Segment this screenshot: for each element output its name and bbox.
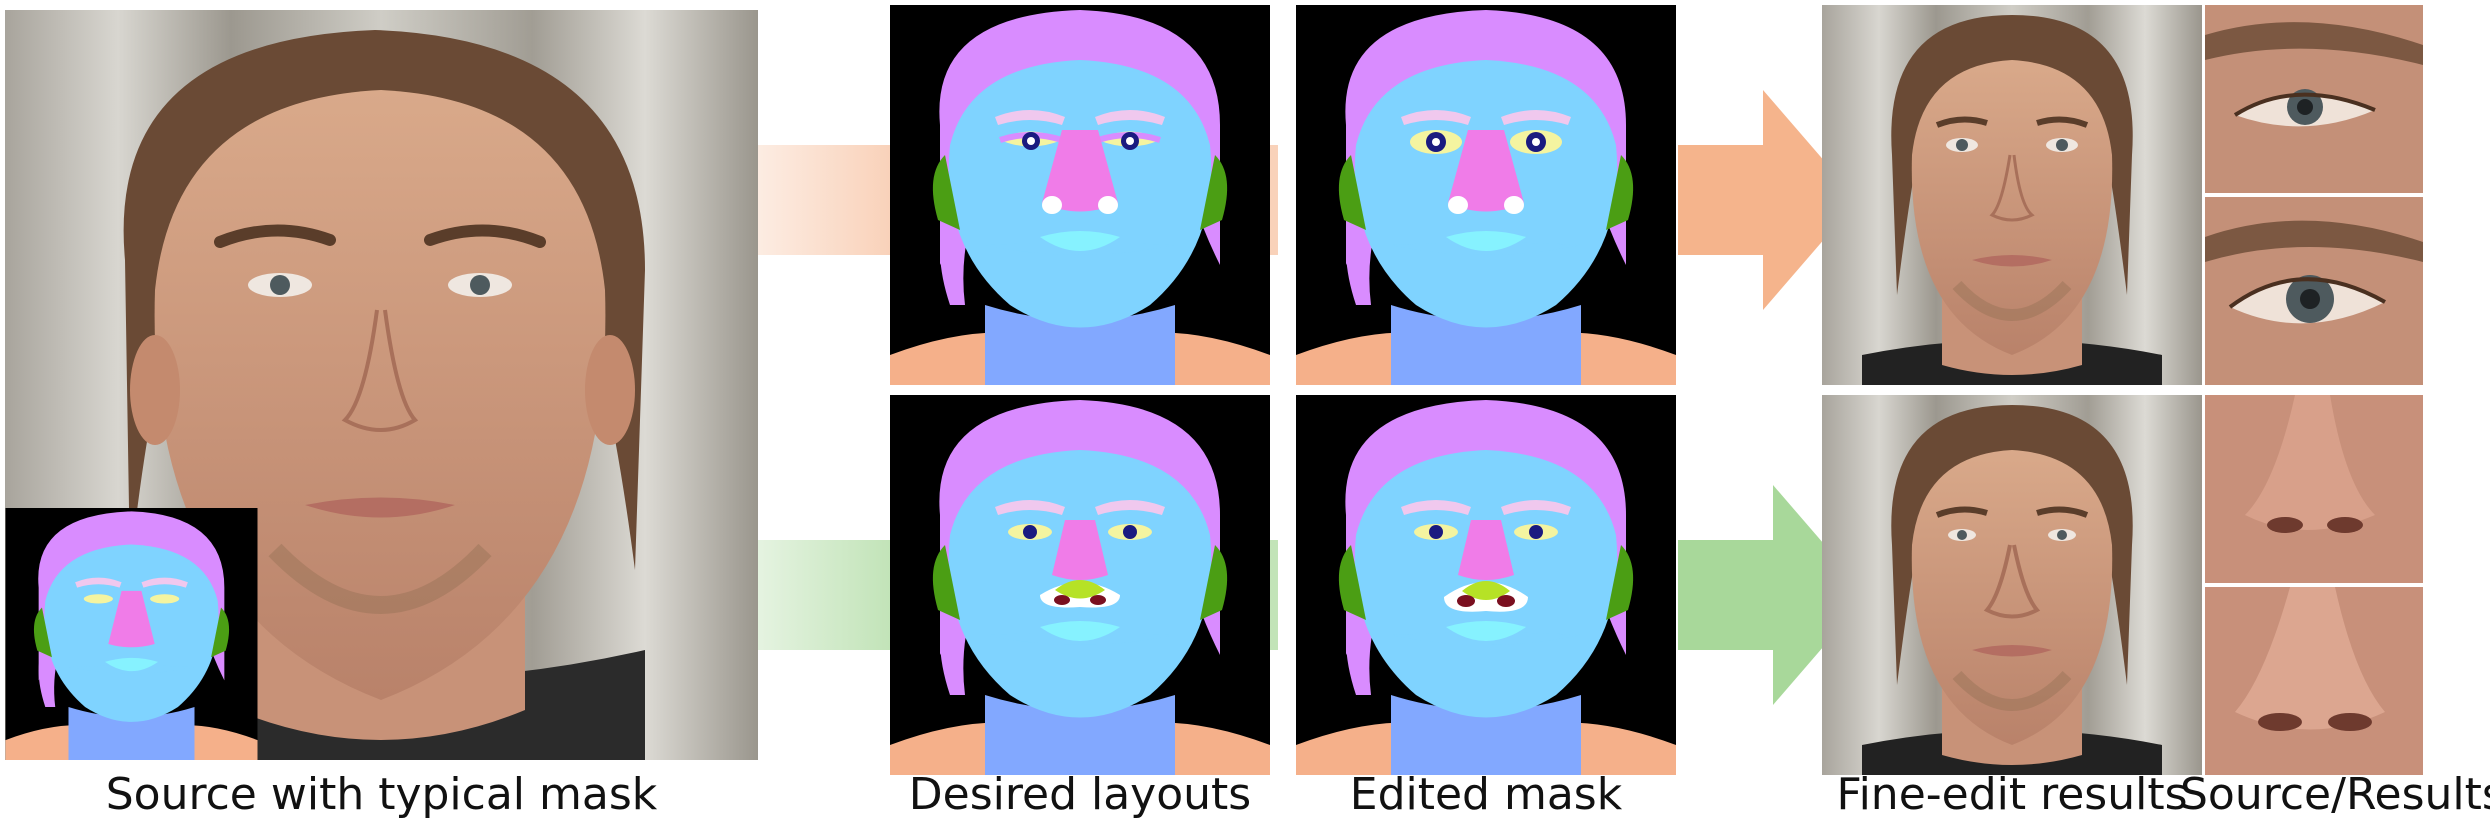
result-photo-eyes — [1822, 5, 2202, 385]
caption-edited-mask: Edited mask — [1349, 769, 1623, 820]
caption-source: Source with typical mask — [105, 769, 658, 820]
desired-layout-mask-eyes — [890, 5, 1270, 385]
caption-desired-layouts: Desired layouts — [908, 769, 1252, 820]
result-photo-nose — [1822, 395, 2202, 775]
crop-nose-source — [2205, 395, 2423, 583]
crop-nose-result — [2205, 587, 2423, 775]
edit-arrow-row1 — [758, 90, 1858, 320]
caption-fine-edit-results: Fine-edit results — [1836, 769, 2188, 820]
edit-arrow-row2 — [758, 485, 1868, 715]
edited-mask-eyes — [1296, 5, 1676, 385]
typical-mask-inset — [5, 508, 258, 760]
crop-eye-source — [2205, 5, 2423, 193]
edited-mask-nose — [1296, 395, 1676, 775]
desired-layout-mask-nose — [890, 395, 1270, 775]
crop-eye-result — [2205, 197, 2423, 385]
caption-source-results: Source/Results — [2180, 769, 2490, 820]
